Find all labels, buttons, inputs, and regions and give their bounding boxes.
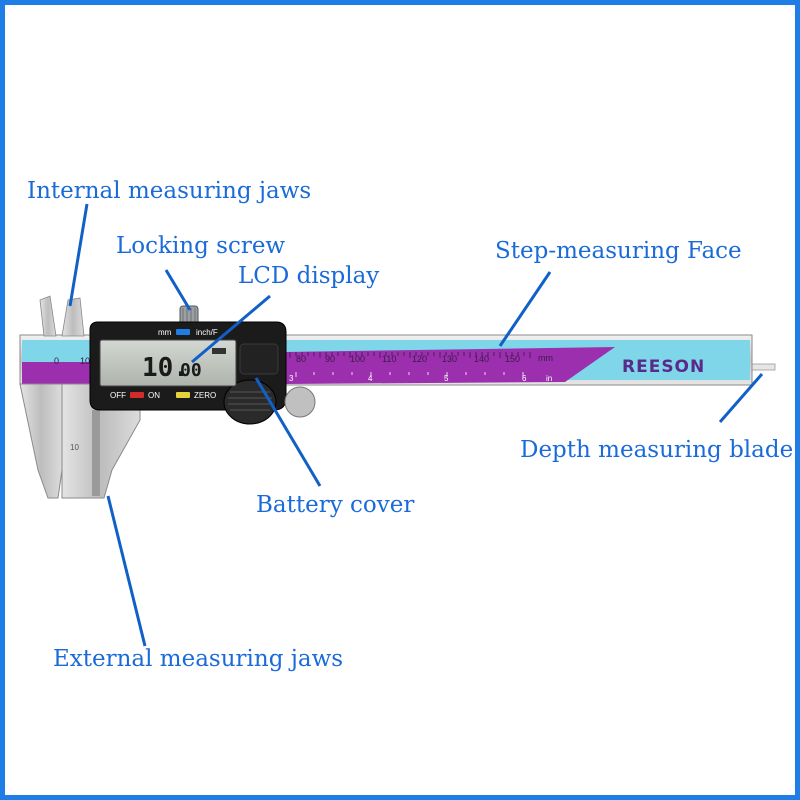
scale-in-unit: in — [546, 374, 552, 383]
internal-jaw-sliding — [61, 297, 85, 337]
lcd-reading-decimal: 00 — [180, 360, 202, 381]
scale-start-10: 10 — [80, 356, 90, 366]
leader-lcd-display — [191, 294, 271, 364]
leader-step-face — [498, 271, 552, 347]
scale-mm-150: 150 — [505, 354, 520, 364]
scale-mm-110: 110 — [382, 354, 396, 364]
leader-depth-blade — [718, 373, 764, 423]
jaw-slot — [92, 410, 100, 496]
leader-battery-cover — [254, 377, 322, 487]
scale-mm-unit: mm — [538, 353, 553, 363]
label-external-jaws: External measuring jaws — [53, 646, 343, 672]
scale-start-0: 0 — [54, 356, 59, 366]
button-off-label: OFF — [110, 391, 126, 400]
scale-in-6: 6 — [522, 374, 527, 383]
on-off-button[interactable] — [130, 392, 144, 398]
label-lcd-display: LCD display — [238, 263, 379, 289]
scale-mm-80: 80 — [296, 354, 306, 364]
scale-mm-120: 120 — [412, 354, 427, 364]
scale-in-5: 5 — [444, 374, 449, 383]
label-battery-cover: Battery cover — [256, 492, 414, 518]
button-mm-label: mm — [158, 328, 172, 337]
leader-external-jaws — [106, 495, 147, 647]
leader-lines — [68, 203, 764, 647]
jaw-stamp: 10 — [70, 443, 79, 452]
label-internal-jaws: Internal measuring jaws — [27, 178, 311, 204]
scale-in-4: 4 — [368, 374, 373, 383]
scale-ticks-inch — [295, 372, 524, 377]
label-depth-blade: Depth measuring blade — [520, 437, 793, 463]
external-jaw-fixed — [19, 383, 63, 499]
button-on-label: ON — [148, 391, 160, 400]
lcd-unit-indicator — [212, 348, 226, 354]
battery-cover — [239, 343, 279, 375]
button-inch-label: inch/F — [196, 328, 218, 337]
lcd-reading-main: 10. — [142, 353, 189, 383]
leader-locking-screw — [164, 269, 192, 311]
roller-knob — [284, 386, 316, 418]
scale-mm-100: 100 — [350, 354, 365, 364]
thumb-wheel — [223, 379, 277, 425]
scale-ticks — [289, 352, 531, 358]
lcd-screen — [99, 339, 237, 387]
scale-mm-130: 130 — [442, 354, 457, 364]
label-step-face: Step-measuring Face — [495, 238, 742, 264]
scale-mm-90: 90 — [325, 354, 335, 364]
scale-mm-140: 140 — [474, 354, 489, 364]
scale-in-3: 3 — [289, 374, 294, 383]
leader-internal-jaws — [68, 203, 89, 307]
zero-button[interactable] — [176, 392, 190, 398]
button-zero-label: ZERO — [194, 391, 216, 400]
label-locking-screw: Locking screw — [116, 233, 285, 259]
brand-logo: REESON — [622, 357, 705, 377]
mm-inch-button[interactable] — [176, 329, 190, 335]
internal-jaw-fixed — [39, 295, 57, 337]
